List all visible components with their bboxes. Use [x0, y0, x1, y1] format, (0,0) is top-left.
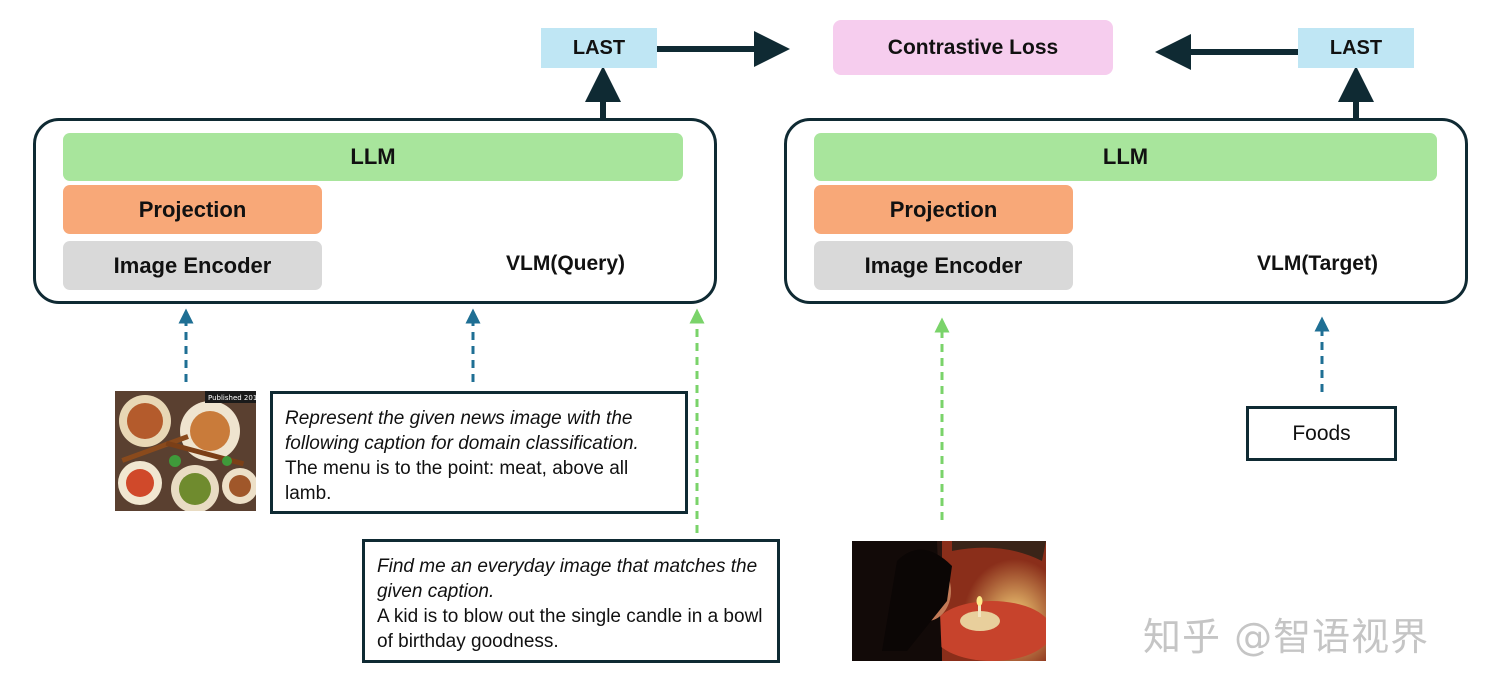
query-instruction: Represent the given news image with the … — [285, 408, 639, 454]
query-text-box: Represent the given news image with the … — [270, 391, 688, 514]
query-food-image: Published 2018 — [115, 391, 256, 511]
image-encoder-block-target: Image Encoder — [814, 241, 1073, 290]
last-token-left: LAST — [541, 28, 657, 68]
food-platter-illustration: Published 2018 — [115, 391, 256, 511]
vlm-query-frame: LLM Projection Image Encoder VLM(Query) — [33, 118, 717, 304]
vlm-target-label: VLM(Target) — [1257, 252, 1378, 275]
target-text-box: Foods — [1246, 406, 1397, 461]
birthday-kid-illustration — [852, 541, 1046, 661]
projection-block-target: Projection — [814, 185, 1073, 234]
vlm-query-label: VLM(Query) — [506, 252, 626, 275]
retrieval-text-box: Find me an everyday image that matches t… — [362, 539, 780, 663]
published-overlay-text: Published 2018 — [208, 394, 256, 402]
retrieval-caption: A kid is to blow out the single candle i… — [377, 606, 763, 652]
image-encoder-block-query: Image Encoder — [63, 241, 322, 290]
projection-block-query: Projection — [63, 185, 322, 234]
watermark: 知乎 @智语视界 — [1143, 615, 1430, 659]
target-birthday-image — [852, 541, 1046, 661]
llm-block-target: LLM — [814, 133, 1437, 181]
retrieval-instruction: Find me an everyday image that matches t… — [377, 556, 758, 602]
last-token-right: LAST — [1298, 28, 1414, 68]
contrastive-loss: Contrastive Loss — [833, 20, 1113, 75]
query-caption: The menu is to the point: meat, above al… — [285, 458, 629, 504]
llm-block-query: LLM — [63, 133, 683, 181]
vlm-target-frame: LLM Projection Image Encoder VLM(Target) — [784, 118, 1468, 304]
